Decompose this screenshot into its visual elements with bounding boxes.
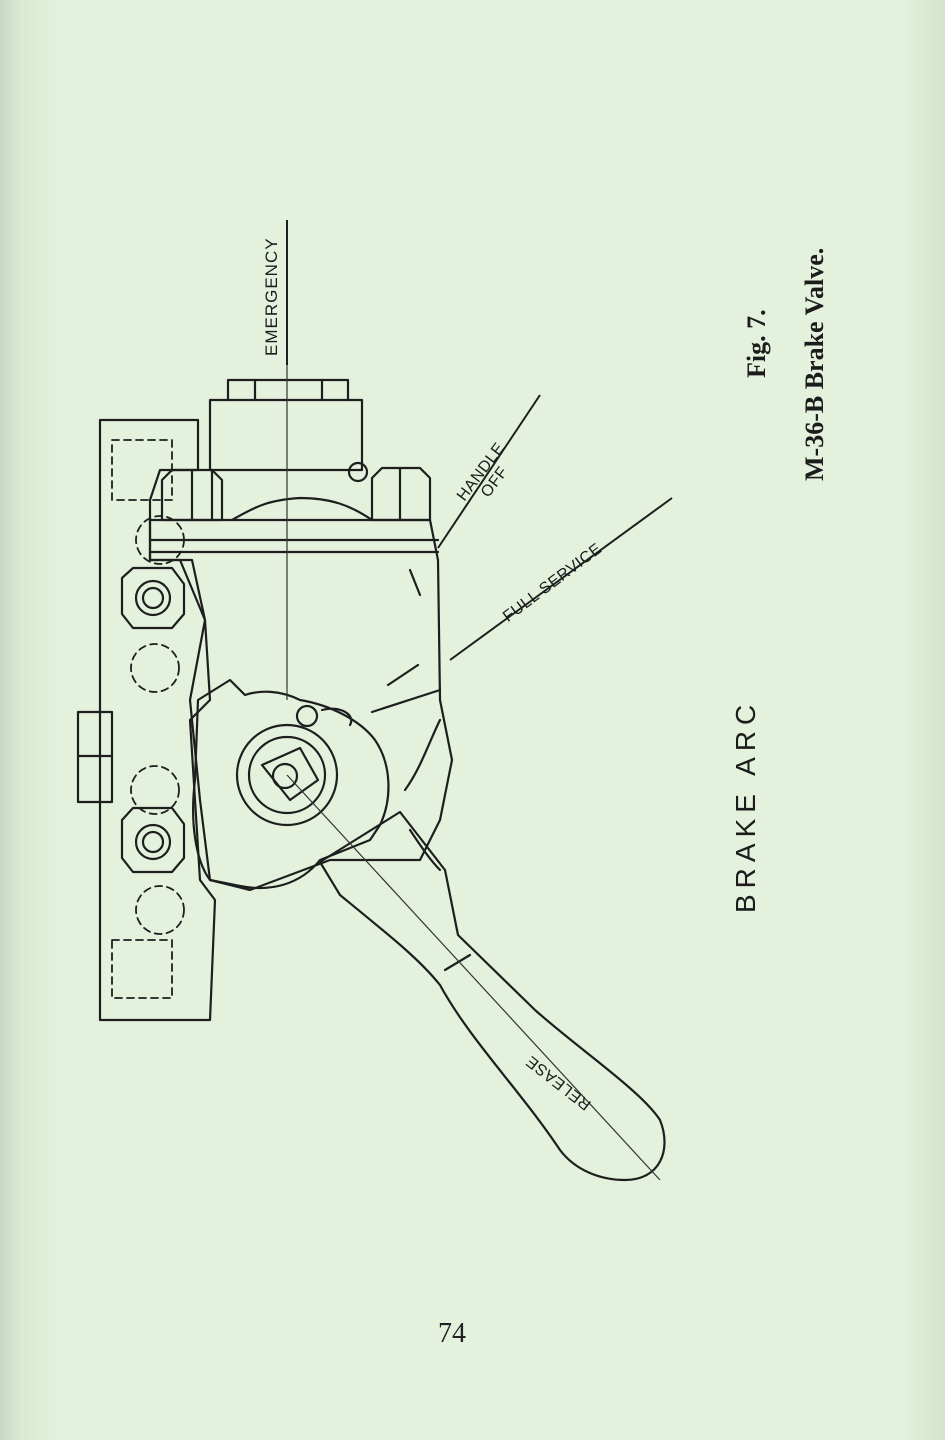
figure-title: M-36-B Brake Valve. bbox=[800, 247, 829, 481]
figure-number: Fig. 7. bbox=[742, 309, 771, 378]
full-service-line bbox=[449, 497, 673, 661]
handle-hub bbox=[192, 678, 390, 890]
valve-body bbox=[148, 518, 454, 892]
top-cap bbox=[208, 378, 364, 472]
brake-arc-label: BRAKE ARC bbox=[730, 698, 761, 913]
bracket-ports bbox=[111, 439, 185, 999]
emergency-label: EMERGENCY bbox=[262, 237, 281, 356]
release-center-line bbox=[286, 774, 661, 1181]
flange-nut-right bbox=[370, 466, 432, 522]
side-stud bbox=[76, 710, 114, 804]
bracket-bolts bbox=[120, 566, 186, 874]
handle-off-line bbox=[437, 394, 541, 549]
handle-arm bbox=[318, 810, 666, 1182]
page-number: 74 bbox=[438, 1318, 466, 1349]
